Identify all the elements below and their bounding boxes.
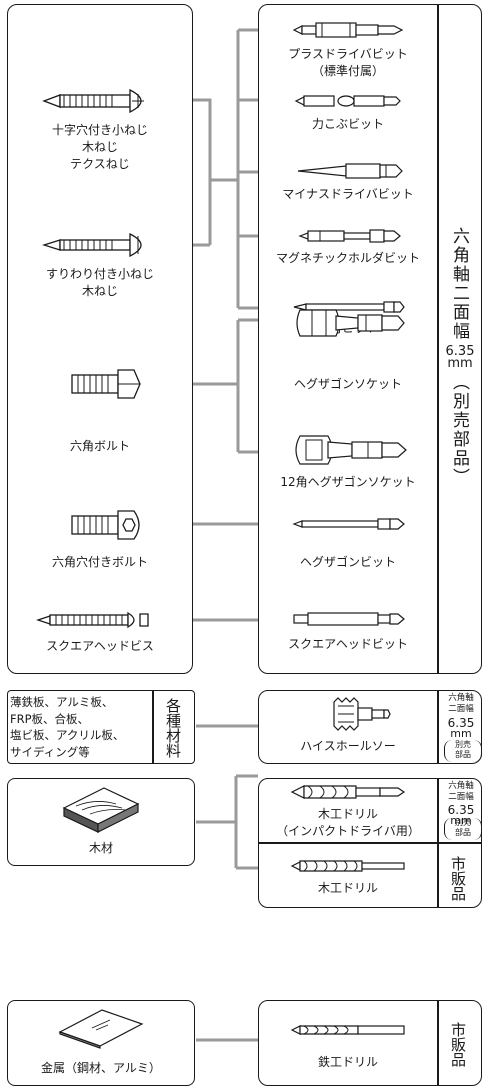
various-materials-box (7, 690, 195, 764)
wood-drill-icon (290, 860, 405, 872)
hex-socket-bolt-label: 六角穴付きボルト (51, 555, 148, 569)
magnetic-holder-bit-icon (298, 229, 401, 243)
steel-drill-divider (437, 1000, 439, 1086)
shank-size: 6.35 (445, 344, 475, 359)
hole-saw-shank-unit: mm (450, 727, 472, 740)
power-bit-icon (294, 95, 401, 107)
magnetic-holder-bit-label: マグネチックホルダビット (275, 251, 420, 265)
square-head-bit-icon (293, 612, 405, 626)
steel-drill-box (258, 1000, 482, 1086)
steel-drill-icon (290, 1025, 405, 1035)
wood-block-icon (62, 787, 140, 833)
various-divider (152, 690, 154, 764)
wood-label: 木材 (88, 841, 113, 855)
hole-saw-sold-sep-1: 別売 (455, 740, 471, 749)
shank-unit: mm (447, 356, 473, 371)
wood-drill-label: 木工ドリル (317, 881, 378, 895)
square-head-screw-icon (36, 611, 149, 629)
shank-label-top: 六角軸二面幅 (449, 227, 469, 341)
wood-drill-shank-line1: 六角軸 (448, 781, 474, 791)
wood-drill-sold-sep-1: 別売 (455, 818, 471, 827)
hole-saw-sold-separately: 別売 部品 (444, 740, 482, 762)
twelve-point-socket-label: 12角ヘグザゴンソケット (280, 475, 416, 489)
steel-drill-label: 鉄工ドリル (317, 1055, 378, 1069)
wood-drill-row-divider (258, 842, 482, 844)
bit-types-box (258, 4, 482, 674)
hole-saw-shank-line1: 六角軸 (448, 693, 474, 703)
wood-drill-shank-size: 6.35 (447, 803, 475, 817)
hex-bolt-label: 六角ボルト (69, 439, 130, 453)
hole-saw-icon (333, 697, 391, 731)
hex-bit-icon (292, 518, 405, 530)
hex-socket-bolt-icon (71, 510, 140, 540)
hex-bolt-icon (71, 369, 141, 399)
steel-drill-market-label: 市販品 (449, 1021, 467, 1067)
slotted-screw-label: すりわり付き小ねじ 木ねじ (45, 267, 154, 298)
stepped-bit-icon (293, 301, 405, 313)
wood-drill-sold-sep-2: 部品 (455, 828, 471, 837)
hex-bit-label: ヘグザゴンビット (299, 555, 396, 569)
hex-socket-drawing (296, 309, 405, 337)
metal-label: 金属（鋼材、アルミ） (41, 1061, 161, 1075)
impact-wood-drill-icon (290, 785, 406, 799)
bit-box-divider (437, 4, 439, 674)
screw-types-box (7, 4, 193, 674)
hole-saw-shank-size: 6.35 (447, 716, 475, 730)
plus-bit-label: プラスドライバビット （標準付属） (288, 47, 408, 78)
wood-drill-shank-line2: 二面幅 (448, 792, 474, 802)
hole-saw-shank-line2: 二面幅 (448, 704, 474, 714)
minus-bit-label: マイナスドライバビット (282, 187, 414, 201)
various-materials-list: 薄鉄板、アルミ板、 FRP板、合板、 塩ビ板、アクリル板、 サイディング等 (10, 695, 125, 759)
power-bit-label: 力こぶビット (311, 117, 384, 131)
phillips-screw-icon (42, 88, 144, 114)
wood-drill-shank-unit: mm (450, 814, 472, 827)
hex-socket-label: ヘグザゴンソケット (293, 377, 402, 391)
slotted-screw-icon (42, 232, 142, 258)
impact-wood-drill-label: 木工ドリル （インパクトドライバ用） (276, 807, 420, 838)
various-materials-title: 各種材料 (164, 698, 182, 758)
hole-saw-label: ハイスホールソー (300, 739, 396, 753)
phillips-screw-label: 十字穴付き小ねじ 木ねじ テクスねじ (51, 123, 148, 171)
minus-bit-icon (297, 163, 403, 179)
hole-saw-sold-sep-2: 部品 (455, 750, 471, 759)
metal-sheet-icon (58, 1009, 144, 1049)
hole-saw-divider (437, 690, 439, 764)
square-head-screw-label: スクエアヘッドビス (46, 639, 154, 653)
plus-bit-icon (292, 22, 404, 38)
wood-drill-col-divider (437, 778, 439, 908)
shank-label-bottom: （別売部品） (449, 373, 469, 487)
twelve-point-socket-icon (295, 435, 407, 465)
square-head-bit-label: スクエアヘッドビット (288, 637, 408, 651)
wood-drill-market-label: 市販品 (449, 855, 467, 901)
wood-drill-sold-separately: 別売 部品 (444, 818, 482, 840)
